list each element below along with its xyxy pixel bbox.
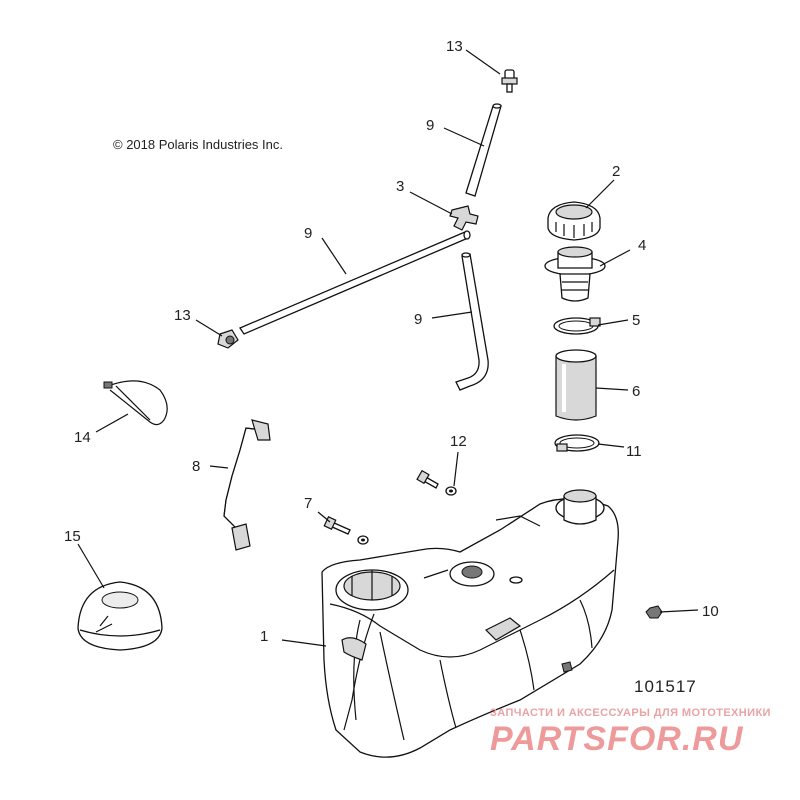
- leader-3: [409, 191, 453, 215]
- part-11-hose-clamp-lower: [554, 434, 600, 452]
- callout-7: 7: [304, 495, 312, 512]
- callout-9-top: 9: [426, 117, 434, 134]
- callout-14: 14: [74, 429, 91, 446]
- leader-4: [599, 249, 631, 267]
- part-9-vent-hose-upper: [465, 103, 502, 197]
- callout-labels: 1 2 3 4 5 6 7 8 9 9 9 10 11 12 13 13 14 …: [64, 38, 719, 645]
- figure-number: 101517: [634, 677, 697, 696]
- part-10-nut: [645, 605, 663, 619]
- copyright-text: © 2018 Polaris Industries Inc.: [113, 137, 283, 152]
- leader-2: [585, 179, 615, 209]
- leader-9-long: [321, 237, 347, 275]
- leader-9-top: [443, 127, 485, 147]
- part-15-dome-cover: [77, 581, 163, 651]
- callout-4: 4: [638, 237, 646, 254]
- part-2-fuel-cap: [547, 201, 601, 241]
- leader-9-bent: [431, 311, 473, 319]
- callout-2: 2: [612, 163, 620, 180]
- leader-10: [659, 609, 699, 613]
- callout-11: 11: [626, 443, 642, 460]
- watermark: ЗАПЧАСТИ И АКСЕССУАРЫ ДЛЯ МОТОТЕХНИКИ PA…: [490, 707, 771, 758]
- part-13-top-vent-valve: [501, 69, 518, 93]
- callout-3: 3: [396, 178, 404, 195]
- leader-13-top: [465, 49, 501, 75]
- part-14-strap: [103, 380, 168, 426]
- watermark-logo: PARTSFOR.RU: [490, 720, 744, 758]
- leader-15: [77, 543, 105, 589]
- leader-8: [209, 465, 229, 469]
- leader-6: [595, 387, 629, 391]
- callout-13-top: 13: [446, 38, 463, 55]
- callout-10: 10: [702, 603, 719, 620]
- part-13-left-check-valve: [217, 329, 239, 349]
- callout-13-left: 13: [174, 307, 191, 324]
- part-7-bolt-washer: [323, 515, 369, 545]
- callout-5: 5: [632, 312, 640, 329]
- leader-11: [597, 443, 625, 448]
- part-5-hose-clamp-upper: [553, 317, 601, 335]
- part-8-fuel-line: [223, 419, 271, 551]
- callout-9-bent: 9: [414, 311, 422, 328]
- part-3-tee-fitting: [449, 205, 479, 231]
- leader-14: [95, 413, 129, 433]
- callout-15: 15: [64, 528, 81, 545]
- leader-7: [317, 511, 331, 523]
- watermark-tagline: ЗАПЧАСТИ И АКСЕССУАРЫ ДЛЯ МОТОТЕХНИКИ: [490, 707, 771, 719]
- part-9-vent-hose-bent: [455, 252, 489, 391]
- leader-1: [281, 639, 327, 647]
- part-4-filler-neck: [544, 246, 606, 302]
- leader-lines: [77, 49, 699, 647]
- part-12-bolt-washer: [416, 469, 457, 496]
- callout-12: 12: [450, 433, 467, 450]
- callout-9-long: 9: [304, 225, 312, 242]
- callout-1: 1: [260, 628, 268, 645]
- leader-13-left: [195, 319, 223, 337]
- leader-5: [597, 319, 629, 326]
- part-1-fuel-tank: [321, 489, 619, 758]
- callout-6: 6: [632, 383, 640, 400]
- callout-8: 8: [192, 458, 200, 475]
- part-9-vent-hose-long: [239, 230, 471, 335]
- part-6-filler-hose: [555, 349, 597, 421]
- leader-12: [453, 451, 459, 487]
